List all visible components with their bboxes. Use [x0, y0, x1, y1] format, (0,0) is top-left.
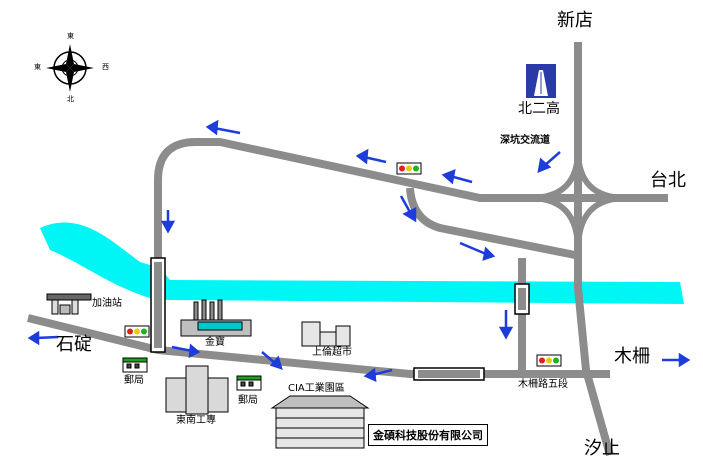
- label-shiding: 石碇: [56, 334, 92, 355]
- post-office-icon: [236, 375, 262, 391]
- arrow-icon: [662, 352, 691, 368]
- road-main: [27, 314, 610, 378]
- label-supermarket: 上倫超市: [312, 347, 352, 358]
- post-office-icon: [122, 357, 148, 373]
- label-jinbao: 金寶: [205, 337, 225, 348]
- compass-icon: [46, 44, 94, 92]
- label-taipei: 台北: [650, 170, 686, 191]
- arrow-icon: [363, 367, 393, 383]
- label-gas-station: 加油站: [92, 298, 122, 309]
- freeway-sign-icon: [526, 64, 556, 98]
- compass-label-bottom: 北: [67, 95, 74, 103]
- traffic-lights: [124, 162, 562, 367]
- compass-label-left: 東: [34, 63, 41, 71]
- label-post-office-2: 郵局: [238, 395, 258, 406]
- arrow-icon: [355, 148, 387, 165]
- arrow-icon: [498, 310, 514, 340]
- school-building-icon: [165, 365, 229, 415]
- label-dongnan: 東南工專: [176, 415, 216, 426]
- arrow-icon: [160, 210, 176, 234]
- traffic-light-icon: [536, 354, 562, 367]
- arrow-icon: [205, 119, 241, 136]
- roads: [27, 42, 668, 457]
- interchange: [529, 149, 627, 251]
- compass-label-right: 西: [102, 63, 109, 71]
- road-lower-diagonal: [406, 187, 581, 260]
- label-cia-park: CIA工業園區: [288, 383, 345, 394]
- arrow-icon: [171, 343, 201, 359]
- arrow-icon: [27, 330, 59, 346]
- supermarket-icon: [301, 321, 351, 347]
- arrow-icon: [399, 195, 417, 223]
- label-muzha-road: 木柵路五段: [518, 379, 568, 390]
- arrow-icon: [537, 151, 561, 173]
- label-muzha: 木柵: [614, 346, 650, 367]
- compass-label-top: 東: [67, 32, 74, 40]
- arrow-icon: [441, 169, 473, 185]
- label-shenkeng: 深坑交流道: [500, 135, 550, 146]
- label-beierhgao: 北二高: [518, 101, 560, 117]
- direction-arrows: [27, 119, 691, 383]
- arrow-icon: [459, 241, 496, 261]
- arrow-icon: [261, 351, 283, 370]
- factory-icon: [180, 299, 252, 337]
- traffic-light-icon: [124, 325, 150, 338]
- label-post-office-1: 郵局: [124, 375, 144, 386]
- company-building-icon: [270, 395, 370, 449]
- label-xizhi: 汐止: [584, 438, 620, 459]
- road-xindian-xizhi: [574, 42, 614, 457]
- bridges: [150, 257, 530, 381]
- traffic-light-icon: [396, 162, 422, 175]
- label-xindian: 新店: [557, 10, 593, 31]
- road-west-loop: [154, 138, 668, 350]
- label-company: 金碩科技股份有限公司: [368, 424, 488, 446]
- gas-station-icon: [46, 293, 92, 315]
- river: [40, 222, 684, 304]
